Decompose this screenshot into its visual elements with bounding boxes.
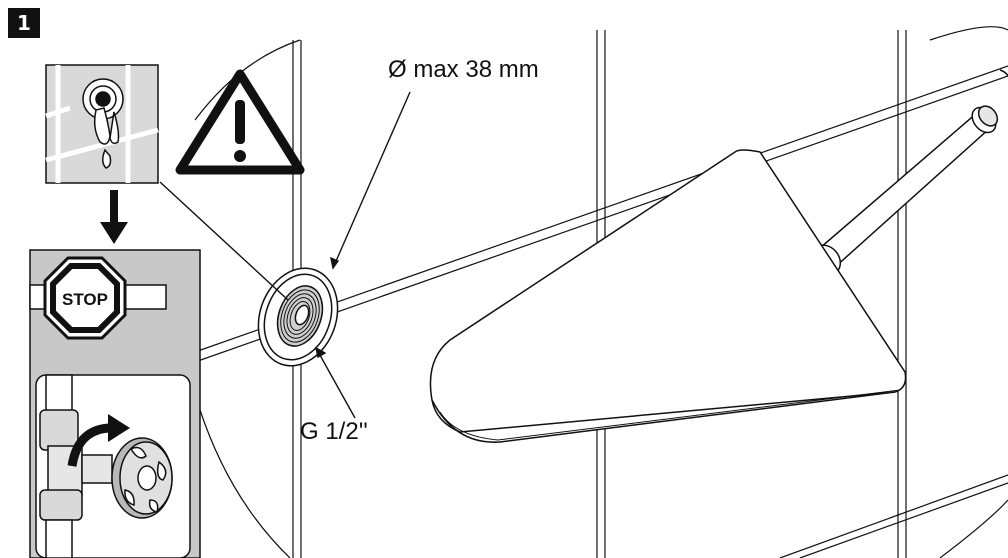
step-number-badge: 1 [8,8,40,38]
shutoff-valve [39,374,173,558]
shower-head [429,149,907,443]
valve-rotate-arrow-icon [67,414,130,467]
thread-size-label: G 1/2'' [300,418,368,445]
down-arrow-icon [100,190,128,244]
stop-sign-icon [43,256,127,340]
dripping-water-icon [45,64,159,184]
shutoff-panel: STOP [29,249,201,558]
max-diameter-label: Ø max 38 mm [388,56,539,83]
stop-sign-label: STOP [62,290,108,309]
wall-flange [257,267,339,367]
leader-lines [159,91,411,419]
warning-triangle-icon [175,69,305,175]
